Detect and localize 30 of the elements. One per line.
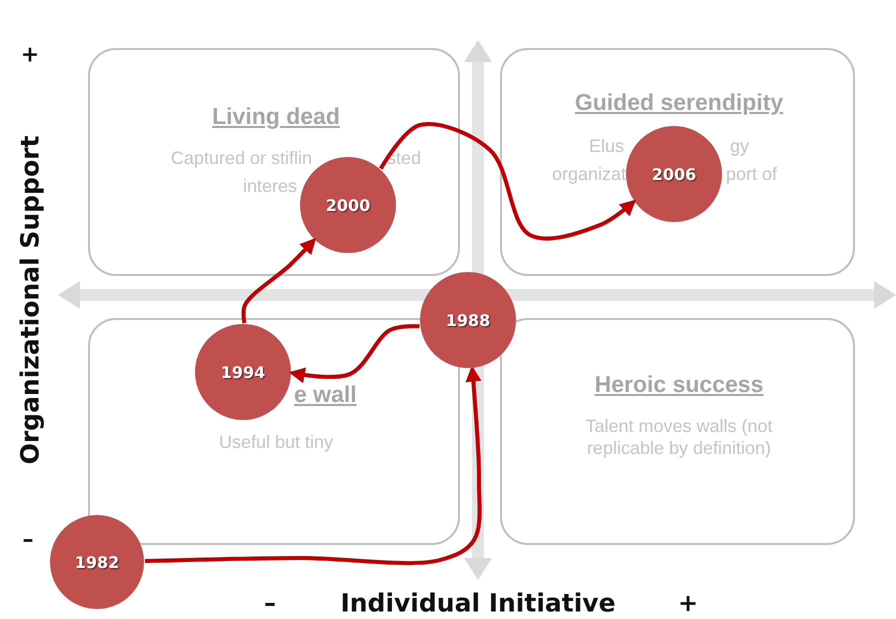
year-label: 2000 — [326, 196, 370, 214]
year-label: 2006 — [652, 164, 696, 184]
quadrant-box — [500, 48, 855, 276]
year-label: 1988 — [446, 310, 490, 330]
arrow — [288, 324, 420, 384]
year-label: 1994 — [220, 362, 266, 382]
quadrant-box — [88, 48, 460, 276]
axis-sign: + — [678, 589, 698, 617]
quadrant-description: gy — [730, 135, 750, 157]
quadrant-description: Elus — [588, 135, 624, 157]
arrow — [242, 238, 316, 324]
axis-title: Individual Initiative — [340, 588, 616, 618]
quadrant-box — [500, 318, 855, 545]
quadrant-description: interes — [242, 175, 297, 197]
quadrant-heading: Heroic success — [594, 373, 764, 395]
quadrant-description: Talent moves walls (not replicable by definition) — [584, 415, 774, 459]
quadrant-description: port of — [726, 163, 778, 185]
quadrant-description: Useful but tiny — [218, 431, 334, 453]
quadrant-description: organizat — [552, 163, 626, 185]
axis-sign: + — [20, 42, 40, 68]
year-label: 1982 — [74, 552, 120, 572]
quadrant-heading: Guided serendipity — [574, 91, 784, 113]
quadrant-heading: e wall — [294, 383, 357, 405]
axis-sign: – — [22, 528, 34, 552]
axis-sign: – — [264, 589, 276, 617]
axis-title: Organizational Support — [16, 136, 44, 464]
arrow — [379, 122, 636, 240]
arrow — [144, 366, 482, 566]
quadrant-description: Captured or stiflin — [170, 147, 312, 169]
quadrant-heading: Living dead — [212, 105, 340, 127]
